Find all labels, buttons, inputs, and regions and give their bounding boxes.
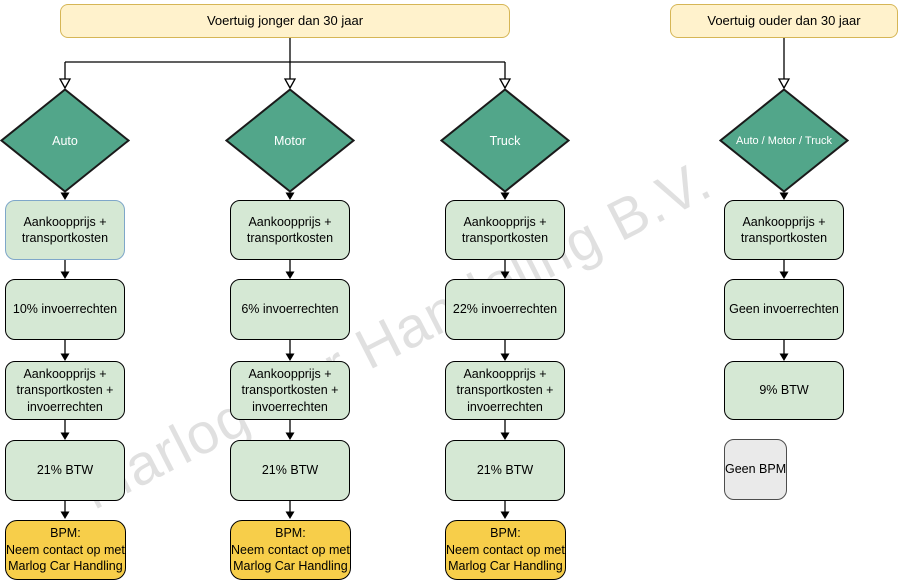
- box-label: Aankoopprijs + transportkosten: [740, 214, 828, 245]
- diamond-auto-motor-truck: Auto / Motor / Truck: [719, 88, 849, 193]
- box-label: 21% BTW: [476, 463, 534, 478]
- end-box-old-no-bpm: Geen BPM: [724, 439, 788, 500]
- box-label: 10% invoerrechten: [12, 302, 118, 317]
- process-box-old-purchase-transport: Aankoopprijs + transportkosten: [724, 200, 844, 260]
- box-label: Geen invoerrechten: [729, 302, 839, 317]
- process-box-truck-btw: 21% BTW: [445, 440, 565, 501]
- diamond-motor: Motor: [225, 88, 355, 193]
- root-box-label: Voertuig ouder dan 30 jaar: [707, 12, 861, 28]
- box-label: BPM: Neem contact op met Marlog Car Hand…: [6, 525, 125, 574]
- diamond-label: Auto / Motor / Truck: [736, 134, 832, 147]
- diamond-shape: [440, 88, 570, 193]
- root-box-label: Voertuig jonger dan 30 jaar: [206, 12, 364, 28]
- process-box-auto-import-duty: 10% invoerrechten: [5, 279, 125, 340]
- box-label: Aankoopprijs + transportkosten + invoerr…: [456, 367, 554, 414]
- process-box-truck-purchase-transport: Aankoopprijs + transportkosten: [445, 200, 565, 260]
- end-box-truck-bpm: BPM: Neem contact op met Marlog Car Hand…: [445, 520, 566, 580]
- diamond-shape: [225, 88, 355, 193]
- box-label: 9% BTW: [759, 383, 809, 398]
- box-label: 6% invoerrechten: [241, 302, 339, 317]
- box-label: BPM: Neem contact op met Marlog Car Hand…: [231, 525, 350, 574]
- process-box-auto-purchase-transport: Aankoopprijs + transportkosten: [5, 200, 125, 260]
- box-label: Aankoopprijs + transportkosten: [461, 214, 549, 245]
- box-label: Aankoopprijs + transportkosten: [21, 214, 109, 245]
- process-box-old-no-import-duty: Geen invoerrechten: [724, 279, 844, 340]
- diamond-auto: Auto: [0, 88, 130, 193]
- box-label: Aankoopprijs + transportkosten: [246, 214, 334, 245]
- diamond-label: Auto: [52, 133, 78, 148]
- end-box-auto-bpm: BPM: Neem contact op met Marlog Car Hand…: [5, 520, 126, 580]
- process-box-motor-purchase-transport: Aankoopprijs + transportkosten: [230, 200, 350, 260]
- box-label: 22% invoerrechten: [452, 302, 558, 317]
- box-label: Geen BPM: [725, 462, 787, 477]
- process-box-auto-btw: 21% BTW: [5, 440, 125, 501]
- diamond-label: Truck: [489, 133, 521, 148]
- process-box-motor-sum: Aankoopprijs + transportkosten + invoerr…: [230, 361, 350, 420]
- box-label: BPM: Neem contact op met Marlog Car Hand…: [446, 525, 565, 574]
- box-label: 21% BTW: [261, 463, 319, 478]
- box-label: 21% BTW: [36, 463, 94, 478]
- process-box-old-btw: 9% BTW: [724, 361, 844, 420]
- diamond-label: Motor: [274, 133, 306, 148]
- diamond-shape: [0, 88, 130, 193]
- box-label: Aankoopprijs + transportkosten + invoerr…: [241, 367, 339, 414]
- process-box-motor-btw: 21% BTW: [230, 440, 350, 501]
- diamond-truck: Truck: [440, 88, 570, 193]
- box-label: Aankoopprijs + transportkosten + invoerr…: [16, 367, 114, 414]
- diamond-shape: [719, 88, 849, 193]
- root-box-younger-than-30: Voertuig jonger dan 30 jaar: [60, 4, 510, 38]
- process-box-motor-import-duty: 6% invoerrechten: [230, 279, 350, 340]
- end-box-motor-bpm: BPM: Neem contact op met Marlog Car Hand…: [230, 520, 351, 580]
- process-box-truck-sum: Aankoopprijs + transportkosten + invoerr…: [445, 361, 565, 420]
- process-box-truck-import-duty: 22% invoerrechten: [445, 279, 565, 340]
- process-box-auto-sum: Aankoopprijs + transportkosten + invoerr…: [5, 361, 125, 420]
- root-box-older-than-30: Voertuig ouder dan 30 jaar: [670, 4, 898, 38]
